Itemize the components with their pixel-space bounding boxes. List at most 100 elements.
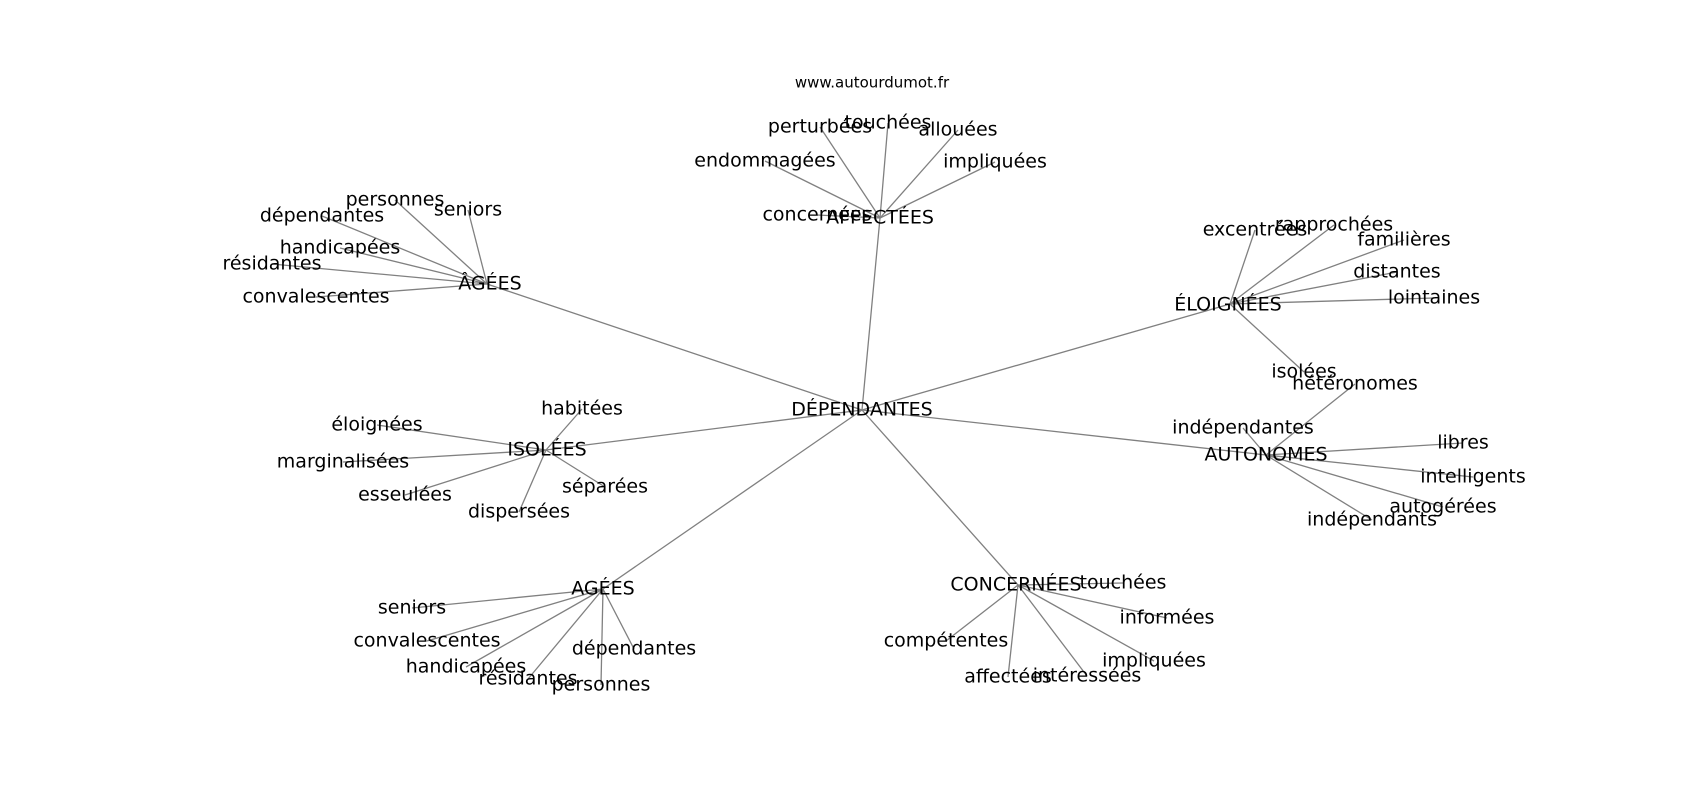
edge-root-concernees	[861, 409, 1019, 586]
leaf-node-agees-dependantes: dépendantes	[572, 638, 696, 660]
leaf-node-agees-convalescentes: convalescentes	[353, 630, 500, 652]
edge-concernees-impliquees	[1017, 584, 1155, 662]
edge-isolees-esseulees	[404, 449, 547, 496]
leaf-node-isolees-eloignees: éloignées	[331, 414, 422, 436]
edge-root-eloignees	[861, 303, 1231, 411]
edge-autonomes-independantes	[1242, 427, 1267, 456]
edge-concernees-touchees	[1017, 582, 1124, 586]
leaf-node-affectees-touchees: touchées	[845, 112, 932, 134]
edge-root-agees	[602, 409, 863, 590]
hub-node-concernees: CONCERNÉES	[950, 573, 1081, 596]
source-label: www.autourdumot.fr	[795, 74, 950, 92]
edge-eloignees-lointaines	[1229, 297, 1435, 305]
hub-node-isolees: ISOLÉES	[507, 438, 586, 461]
edge-autonomes-libres	[1265, 442, 1464, 456]
edge-autonomes-independants	[1265, 454, 1373, 521]
edge-affectees-endommagees	[764, 160, 881, 219]
hub-node-agees: ÂGÉES	[458, 272, 521, 295]
edge-isolees-habitees	[545, 408, 583, 451]
edge-eloignees-excentrees	[1229, 229, 1256, 305]
leaf-node-agees-personnes: personnes	[552, 674, 651, 696]
leaf-node-agees-residantes: résidantes	[478, 668, 577, 690]
leaf-node-isolees-habitees: habitées	[541, 398, 623, 420]
edge-eloignees-rapprochees	[1229, 224, 1335, 305]
hub-node-autonomes: AUTONOMES	[1204, 444, 1327, 466]
leaf-node-autonomes-intelligents: intelligents	[1420, 466, 1525, 488]
edge-agees-handicapees	[339, 247, 488, 285]
leaf-node-agees-residantes: résidantes	[222, 253, 321, 275]
graph-labels: www.autourdumot.fr DÉPENDANTES AFFECTÉES…	[222, 74, 1525, 696]
edge-agees-dependantes	[602, 588, 635, 650]
leaf-node-eloignees-rapprochees: rapprochées	[1275, 214, 1393, 236]
leaf-node-concernees-competentes: compétentes	[884, 630, 1009, 652]
edge-root-isolees	[545, 409, 863, 451]
leaf-node-eloignees-distantes: distantes	[1353, 261, 1440, 283]
hub-node-agees: AGÉES	[571, 577, 634, 600]
leaf-node-affectees-perturbees: perturbées	[768, 116, 872, 138]
edge-agees-dependantes	[321, 215, 488, 285]
root-node-label: DÉPENDANTES	[791, 398, 933, 421]
leaf-node-agees-convalescentes: convalescentes	[242, 286, 389, 308]
graph-edges	[271, 122, 1474, 686]
edge-affectees-allouees	[879, 129, 959, 219]
leaf-node-eloignees-lointaines: lointaines	[1388, 287, 1480, 309]
leaf-node-isolees-esseulees: esseulées	[358, 484, 452, 506]
hub-node-affectees: AFFECTÉES	[826, 206, 934, 229]
edge-eloignees-isolees	[1229, 303, 1305, 373]
leaf-node-agees-seniors: seniors	[434, 199, 502, 221]
edge-concernees-interessees	[1017, 584, 1088, 677]
hub-node-eloignees: ÉLOIGNÉES	[1174, 293, 1281, 316]
edge-concernees-informees	[1017, 584, 1168, 619]
leaf-node-eloignees-familieres: familières	[1357, 229, 1450, 251]
edge-agees-seniors	[467, 209, 488, 285]
edge-agees-residantes	[271, 263, 488, 285]
edge-agees-personnes	[394, 199, 488, 285]
edge-autonomes-heteronomes	[1265, 383, 1356, 456]
leaf-node-concernees-informees: informées	[1120, 607, 1215, 629]
edge-concernees-affectees	[1007, 584, 1019, 678]
leaf-node-agees-handicapees: handicapées	[406, 656, 527, 678]
edge-isolees-eloignees	[376, 424, 547, 451]
leaf-node-eloignees-isolees: isolées	[1271, 361, 1336, 383]
edge-isolees-dispersees	[518, 449, 547, 513]
leaf-node-concernees-interessees: intéressées	[1033, 665, 1142, 687]
leaf-node-isolees-separees: séparées	[562, 476, 648, 498]
leaf-node-autonomes-heteronomes: hétéronomes	[1292, 373, 1418, 395]
leaf-node-affectees-concernees: concernées	[762, 204, 871, 226]
edge-isolees-marginalisees	[342, 449, 547, 463]
leaf-node-concernees-affectees: affectées	[964, 666, 1052, 688]
leaf-node-concernees-impliquees: impliquées	[1102, 650, 1206, 672]
edge-concernees-competentes	[945, 584, 1019, 642]
edge-isolees-separees	[545, 449, 606, 488]
leaf-node-agees-personnes: personnes	[346, 189, 445, 211]
edge-root-affectees	[861, 217, 881, 411]
leaf-node-autonomes-autogerees: autogérées	[1389, 496, 1496, 518]
leaf-node-affectees-impliquees: impliquées	[943, 151, 1047, 173]
leaf-node-affectees-allouees: allouées	[918, 119, 997, 141]
edge-root-autonomes	[861, 409, 1267, 456]
edge-agees-convalescentes	[315, 283, 488, 298]
leaf-node-isolees-marginalisees: marginalisées	[277, 451, 409, 473]
leaf-node-agees-seniors: seniors	[378, 597, 446, 619]
edge-affectees-perturbees	[819, 126, 881, 219]
leaf-node-agees-handicapees: handicapées	[280, 237, 401, 259]
leaf-node-autonomes-libres: libres	[1437, 432, 1489, 454]
leaf-node-autonomes-independants: indépendants	[1307, 509, 1437, 531]
leaf-node-autonomes-independantes: indépendantes	[1172, 417, 1314, 439]
edge-agees-handicapees	[465, 588, 604, 668]
edge-autonomes-intelligents	[1265, 454, 1474, 478]
edge-eloignees-distantes	[1229, 271, 1398, 305]
edge-root-agees	[486, 283, 863, 411]
edge-affectees-touchees	[879, 122, 889, 219]
edge-agees-residantes	[527, 588, 604, 680]
edge-affectees-concernees	[816, 214, 881, 219]
leaf-node-affectees-endommagees: endommagées	[694, 150, 835, 172]
edge-agees-seniors	[411, 588, 604, 609]
edge-agees-convalescentes	[426, 588, 604, 642]
edge-autonomes-autogerees	[1265, 454, 1444, 508]
leaf-node-agees-dependantes: dépendantes	[260, 205, 384, 227]
edge-eloignees-familieres	[1229, 239, 1405, 305]
leaf-node-isolees-dispersees: dispersées	[468, 501, 570, 523]
edge-affectees-impliquees	[879, 161, 996, 219]
